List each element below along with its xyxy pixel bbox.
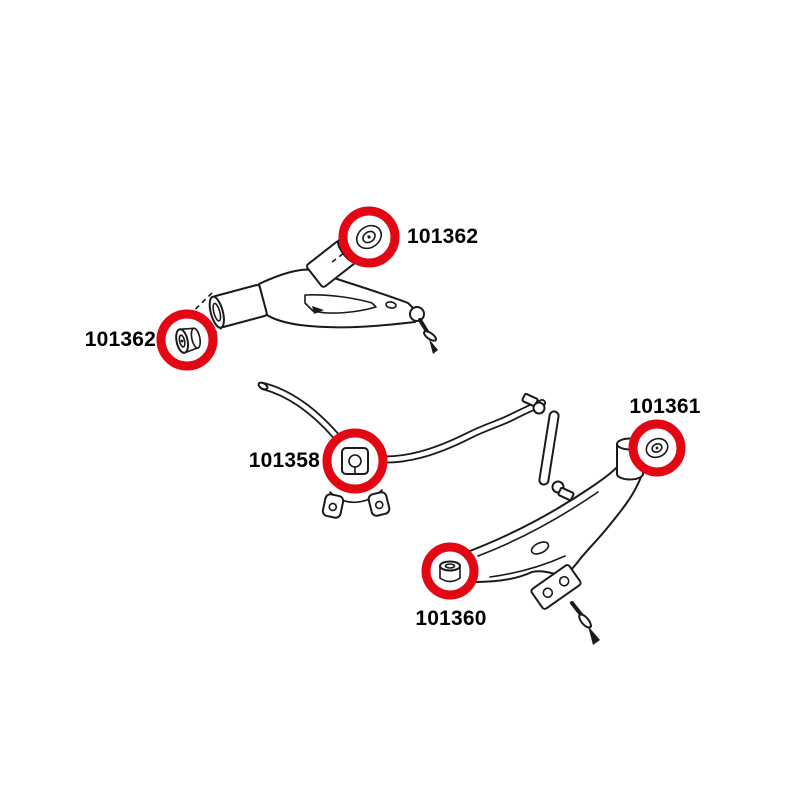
- bushing-icon: [645, 437, 669, 459]
- upper-arm-front-sleeve: [208, 284, 268, 329]
- part-label-stabilizer-bushing: 101358: [248, 449, 320, 472]
- stabilizer-bar-drawing: [257, 381, 546, 464]
- highlight-upper-rear-bushing: [338, 206, 400, 268]
- highlight-lower-rear-bushing: [628, 419, 686, 477]
- highlight-upper-front-bushing: [156, 309, 218, 371]
- stabilizer-link-drawing: [521, 392, 575, 502]
- highlight-stabilizer-bushing: [322, 428, 388, 494]
- upper-control-arm-drawing: [180, 238, 438, 354]
- lower-ball-joint: [530, 564, 600, 645]
- part-label-lower-rear-bushing: 101361: [629, 395, 701, 418]
- highlight-lower-front-bushing: [421, 542, 479, 600]
- bushing-icon: [355, 224, 383, 250]
- bushing-icon: [175, 327, 202, 354]
- bushing-icon: [341, 447, 369, 475]
- stabilizer-bushing-bracket-drawing: [321, 489, 391, 519]
- part-label-upper-front-bushing: 101362: [84, 328, 156, 351]
- part-label-lower-front-bushing: 101360: [415, 607, 487, 630]
- upper-arm-body: [258, 268, 418, 329]
- part-label-upper-rear-bushing: 101362: [407, 225, 479, 248]
- upper-ball-joint: [409, 306, 438, 354]
- bushing-icon: [439, 560, 461, 583]
